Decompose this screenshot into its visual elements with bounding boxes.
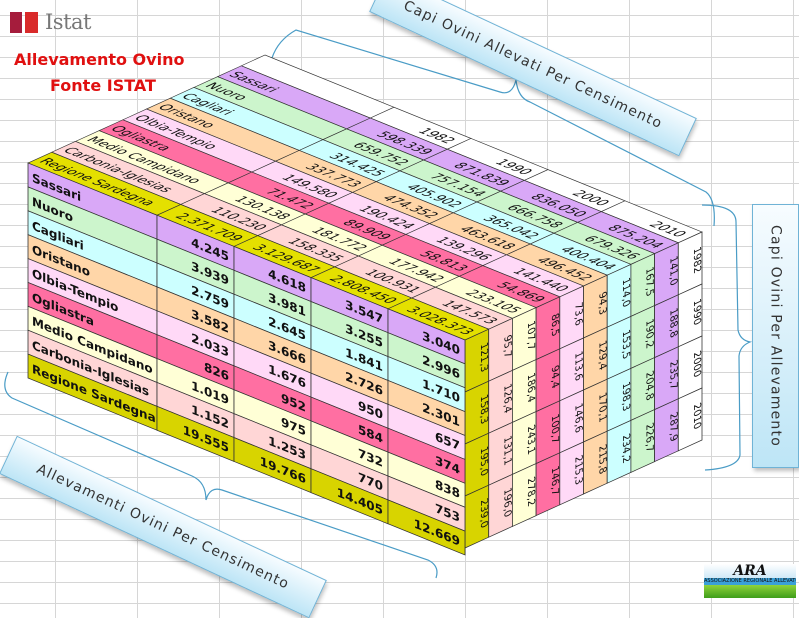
ara-logo-grass [704,585,796,598]
year-header: 1990 [691,297,702,328]
ara-logo-subtitle: ASSOCIAZIONE REGIONALE ALLEVATORI DELLA … [704,578,796,585]
capi-per-allevamento-value: 226,7 [644,421,655,455]
page-title: Allevamento Ovino [14,50,185,69]
capi-per-allevamento-value: 114,0 [620,276,631,310]
right-year-header-cell [677,387,703,452]
page-subtitle: Fonte ISTAT [50,76,156,95]
istat-logo-mark [25,11,38,33]
top-face-capi-allevati: 1982199020002010Sassari598.339871.839836… [27,54,703,341]
capi-per-allevamento-value: 86,5 [549,311,560,338]
capi-per-allevamento-value: 146,7 [549,464,560,498]
capi-per-allevamento-value: 243,1 [525,423,536,457]
capi-per-allevamento-value: 234,2 [620,432,631,466]
capi-per-allevamento-value: 239,0 [478,497,489,531]
year-header: 2000 [691,349,702,380]
capi-per-allevamento-value: 121,3 [478,341,489,375]
capi-per-allevamento-value: 141,0 [668,254,679,288]
capi-per-allevamento-value: 235,7 [668,358,679,392]
capi-per-allevamento-value: 126,4 [502,382,513,416]
capi-per-allevamento-value: 146,6 [573,401,584,435]
capi-per-allevamento-value: 94,4 [549,363,560,391]
capi-per-allevamento-value: 107,7 [525,319,536,353]
capi-per-allevamento-value: 287,9 [668,410,679,444]
capi-per-allevamento-value: 204,8 [644,369,655,403]
brace-right [701,204,753,471]
callout-capi-per-allevamento-text: Capi Ovini Per Allevamento [767,225,784,447]
capi-per-allevamento-value: 198,3 [620,380,631,414]
capi-per-allevamento-value: 196,0 [502,486,513,520]
capi-per-allevamento-value: 95,7 [502,333,513,360]
capi-per-allevamento-value: 195,0 [478,445,489,479]
allevamenti-cell [387,499,466,556]
istat-logo: Istat [10,10,91,34]
ara-logo: ARA ASSOCIAZIONE REGIONALE ALLEVATORI DE… [704,564,796,598]
istat-logo-text: Istat [45,10,91,34]
capi-per-allevamento-value: 158,3 [478,393,489,427]
capi-per-allevamento-value: 131,1 [502,434,513,468]
capi-per-allevamento-value: 188,8 [668,306,679,340]
istat-logo-mark [10,11,22,33]
capi-per-allevamento-value: 73,6 [573,301,584,328]
capi-per-allevamento-value: 94,3 [596,290,607,317]
cube-table: 1982199020002010Sassari598.339871.839836… [4,29,753,579]
capi-per-allevamento-value: 215,3 [573,453,584,487]
capi-per-allevamento-value: 186,4 [525,371,536,405]
capi-per-allevamento-value: 170,1 [596,391,607,425]
year-header: 1982 [691,245,702,276]
capi-per-allevamento-value: 190,2 [644,317,655,351]
capi-per-allevamento-value: 113,6 [573,349,584,383]
capi-per-allevamento-value: 100,7 [549,412,560,446]
capi-per-allevamento-value: 153,5 [620,328,631,362]
capi-per-allevamento-value: 215,8 [596,443,607,477]
brace-bottom [4,371,438,579]
capi-per-allevamento-value: 129,4 [596,339,607,373]
year-header: 2010 [691,401,702,432]
capi-per-allevamento-value: 167,5 [644,265,655,299]
capi-per-allevamento-value: 278,2 [525,475,536,509]
right-face-capi-per-allevamento: 121,3 158,3 195,0 239,0 95,7 126,4 131,1 196,0 1… [464,231,703,549]
callout-capi-per-allevamento: Capi Ovini Per Allevamento [752,204,799,468]
ara-logo-text: ARA [704,564,796,578]
